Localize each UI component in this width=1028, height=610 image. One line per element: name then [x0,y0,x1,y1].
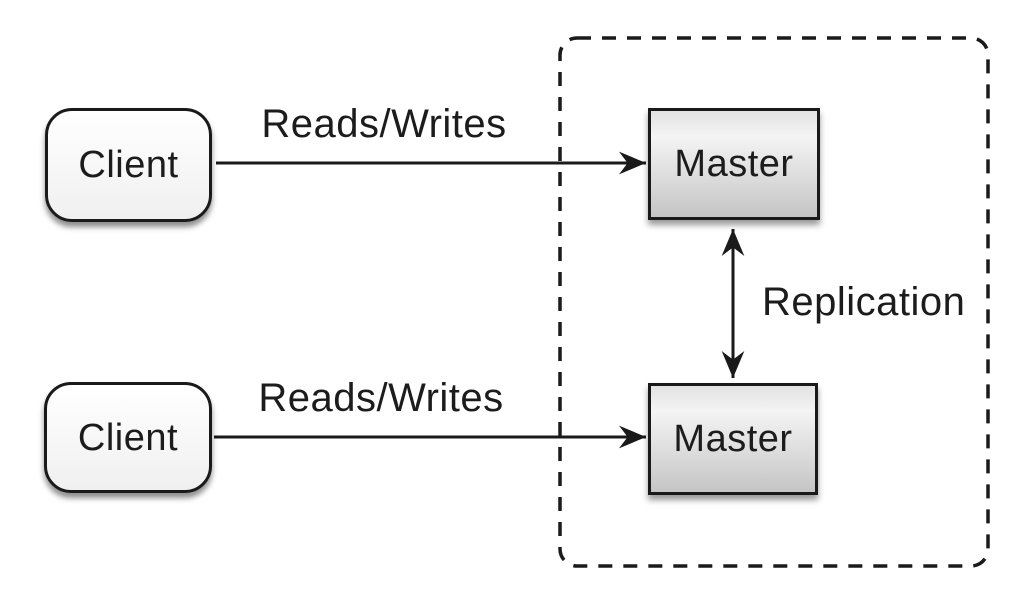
edge-label-reads-writes-bottom: Reads/Writes [258,376,504,420]
edge-label-reads-writes-top: Reads/Writes [261,102,507,146]
edge-label-replication: Replication [762,280,966,324]
node-master-bottom-label: Master [673,418,793,460]
node-master-top-label: Master [674,143,794,185]
node-client-top-label: Client [78,144,179,186]
node-master-top: Master [648,108,820,220]
node-client-top: Client [45,108,212,222]
node-client-bottom-label: Client [77,416,179,459]
node-client-bottom: Client [44,382,212,493]
node-master-bottom: Master [648,383,818,495]
